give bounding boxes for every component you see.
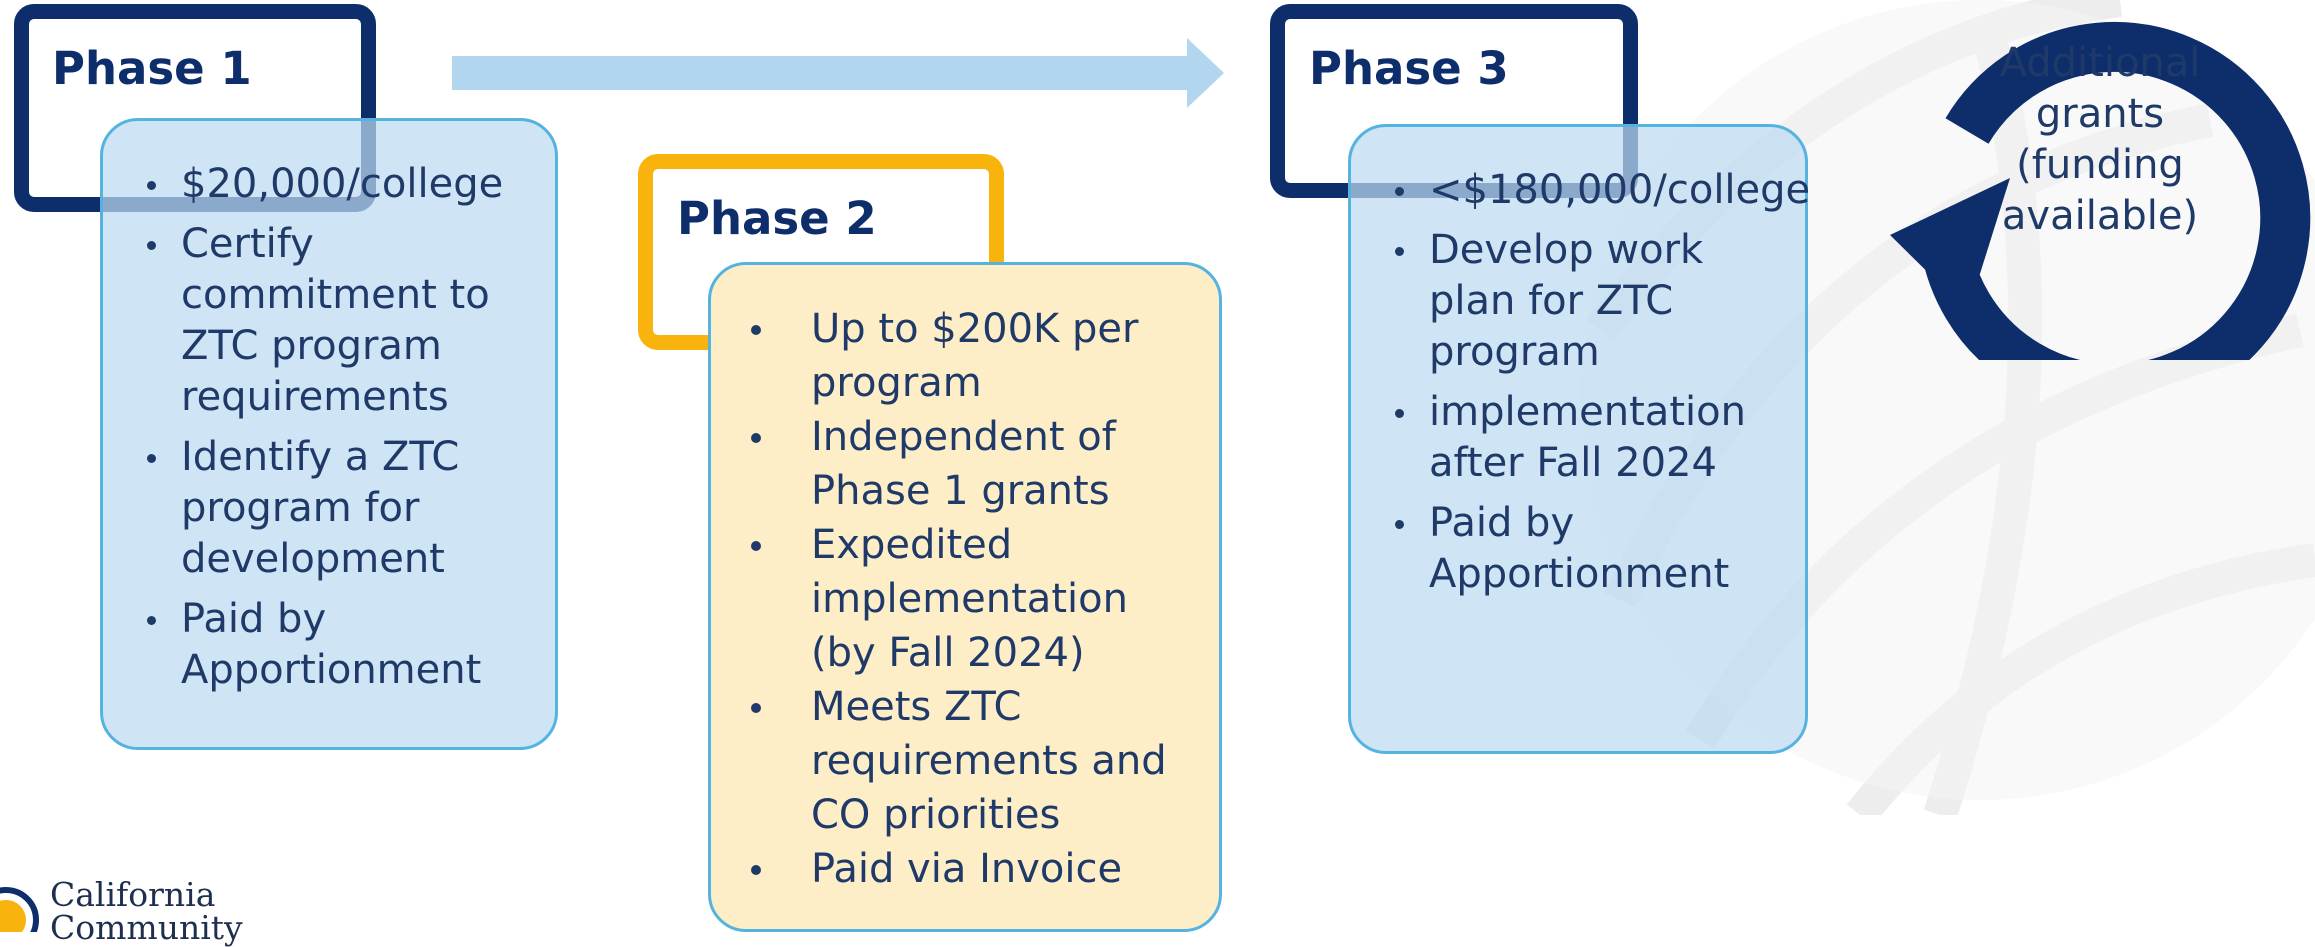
organization-logo-text: California Community [50,878,243,944]
phase-2-title: Phase 2 [677,192,877,245]
seal-icon [0,887,39,932]
list-item: Develop work plan for ZTC program [1387,225,1787,378]
phase-2-list: Up to $200K per program Independent of P… [711,302,1201,896]
phase-3-list: <$180,000/college Develop work plan for … [1387,165,1810,609]
list-item: Meets ZTC requirements and CO priorities [711,680,1201,842]
cycle-line: Additional [1999,40,2201,86]
phase-3-title: Phase 3 [1309,42,1509,95]
list-item: Certify commitment to ZTC program requir… [139,219,509,423]
cycle-line: grants [2035,91,2165,137]
list-item: $20,000/college [139,159,509,210]
cycle-line: (funding [2016,142,2184,188]
logo-line: California [50,875,216,914]
list-item: Paid via Invoice [711,842,1201,896]
list-item: Paid by Apportionment [139,594,509,696]
phase-2-details: Up to $200K per program Independent of P… [708,262,1222,932]
circular-arrow-icon [1890,21,2311,360]
list-item: implementation after Fall 2024 [1387,387,1787,489]
list-item: Paid by Apportionment [1387,498,1787,600]
list-item: <$180,000/college [1387,165,1810,216]
cycle-label: Additional grants (funding available) [1980,38,2220,242]
list-item: Up to $200K per program [711,302,1201,410]
phase-1-details: $20,000/college Certify commitment to ZT… [100,118,558,750]
logo-line: Community [50,908,243,947]
phase-3-details: <$180,000/college Develop work plan for … [1348,124,1810,754]
phase-1-list: $20,000/college Certify commitment to ZT… [139,159,509,705]
cycle-line: available) [2001,193,2199,239]
list-item: Independent of Phase 1 grants [711,410,1201,518]
list-item: Identify a ZTC program for development [139,432,509,585]
flow-arrow [452,38,1224,108]
list-item: Expedited implementation (by Fall 2024) [711,518,1201,680]
phase-1-title: Phase 1 [52,42,252,95]
